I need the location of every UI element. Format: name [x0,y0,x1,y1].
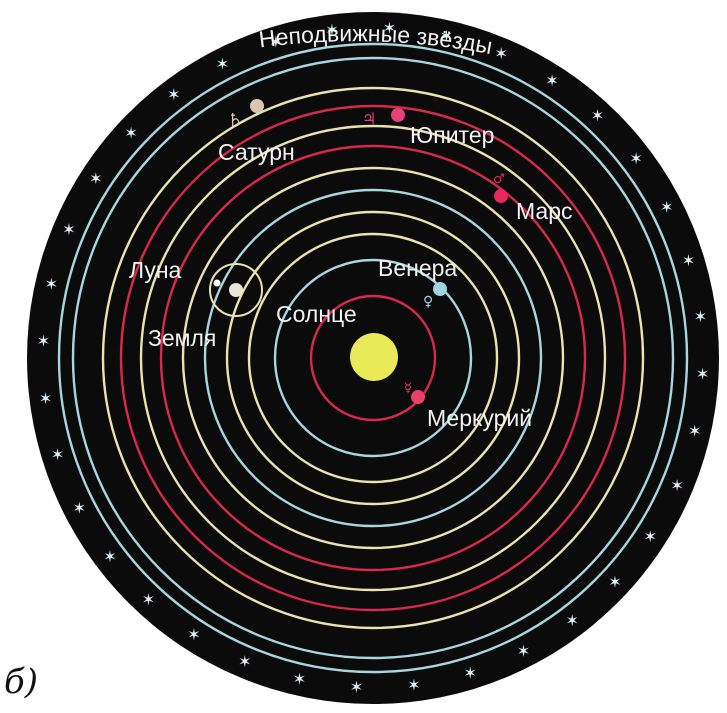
star-icon: ✶ [670,476,683,495]
star-icon: ✶ [62,220,75,239]
star-icon: ✶ [37,332,50,351]
mars-label: Марс [516,198,573,224]
moon [214,280,221,287]
star-icon: ✶ [293,670,306,689]
star-icon: ✶ [216,54,229,73]
mars [494,189,508,203]
star-icon: ✶ [688,422,701,441]
mercury-label: Меркурий [427,405,532,431]
moon-label: Луна [129,257,182,283]
star-icon: ✶ [545,71,558,90]
saturn [250,99,264,113]
venus [433,282,447,296]
venus-label: Венера [378,255,457,281]
sun [350,333,398,381]
star-icon: ✶ [124,124,137,143]
saturn-symbol-icon: ♄ [227,110,243,131]
jupiter [391,108,405,122]
earth-label: Земля [148,325,216,351]
star-icon: ✶ [643,527,656,546]
star-icon: ✶ [187,625,200,644]
jupiter-symbol-icon: ♃ [362,109,376,128]
figure-caption: б) [4,662,38,702]
star-icon: ✶ [73,499,86,518]
star-icon: ✶ [629,149,642,168]
star-icon: ✶ [591,106,604,125]
mars-symbol-icon: ♂ [493,172,505,187]
star-icon: ✶ [565,611,578,630]
star-icon: ✶ [696,365,709,384]
star-icon: ✶ [238,652,251,671]
venus-symbol-icon: ♀ [423,294,433,310]
star-icon: ✶ [407,675,420,694]
star-icon: ✶ [463,663,476,682]
star-icon: ✶ [494,44,507,63]
earth [229,283,243,297]
star-icon: ✶ [517,642,530,661]
star-icon: ✶ [89,169,102,188]
jupiter-label: Юпитер [410,122,494,148]
star-icon: ✶ [103,547,116,566]
star-icon: ✶ [682,251,695,270]
mercury-symbol-icon: ☿ [404,381,412,396]
sun-label: Солнце [276,301,357,327]
star-icon: ✶ [660,198,673,217]
mercury [411,390,425,404]
star-icon: ✶ [45,275,58,294]
star-icon: ✶ [167,85,180,104]
star-icon: ✶ [350,678,363,697]
star-icon: ✶ [694,307,707,326]
star-icon: ✶ [142,590,155,609]
star-icon: ✶ [51,445,64,464]
star-icon: ✶ [608,573,621,592]
saturn-label: Сатурн [218,139,295,165]
star-icon: ✶ [39,389,52,408]
